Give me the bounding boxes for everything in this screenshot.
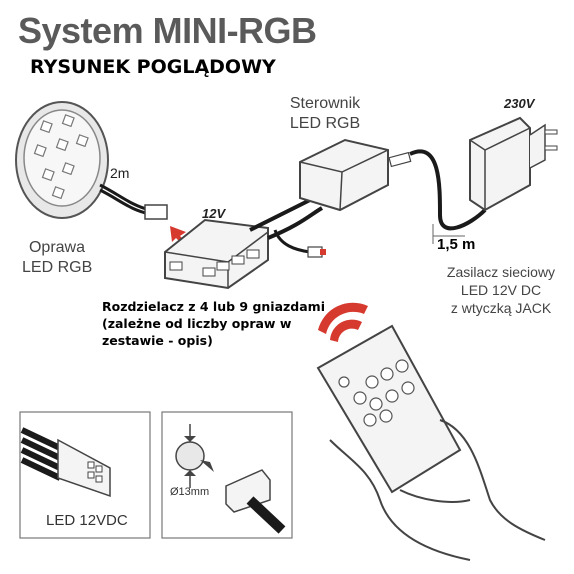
controller-box <box>299 138 389 212</box>
connector-detail-left <box>20 427 111 498</box>
adapter-label-line1: Zasilacz sieciowy <box>446 264 556 280</box>
controller-label-line2: LED RGB <box>289 115 361 132</box>
hole-size-icon <box>175 424 214 488</box>
splitter-box <box>164 218 269 290</box>
splitter-voltage: 12V <box>202 206 226 221</box>
controller-label-line1: Sterownik <box>289 95 361 112</box>
detail-left-label: LED 12VDC <box>46 512 128 529</box>
splitter-desc-line2: (zależne od liczby opraw w <box>102 316 292 331</box>
connector-detail-right <box>225 469 286 534</box>
page-subtitle: RYSUNEK POGLĄDOWY <box>30 56 276 78</box>
hand-outline <box>329 419 546 561</box>
led-fixture <box>15 101 109 219</box>
fixture-plug <box>144 204 168 220</box>
adapter-voltage: 230V <box>504 96 535 111</box>
power-adapter <box>469 116 558 212</box>
fixture-cable-length: 2m <box>110 165 130 181</box>
detail-right-hole-label: Ø13mm <box>170 486 210 498</box>
fixture-label-line2: LED RGB <box>22 259 93 276</box>
signal-waves-icon <box>318 302 368 342</box>
adapter-label-line3: z wtyczką JACK <box>450 300 552 316</box>
splitter-description: Rozdzielacz z 4 lub 9 gniazdami (zależne… <box>102 298 332 349</box>
adapter-cable-length: 1,5 m <box>437 236 476 253</box>
fixture-label-line1: Oprawa <box>28 239 86 256</box>
splitter-desc-line1: Rozdzielacz z 4 lub 9 gniazdami <box>102 299 325 314</box>
adapter-label-line2: LED 12V DC <box>460 282 542 298</box>
remote-control <box>316 324 462 494</box>
page-title: System MINI-RGB <box>18 10 317 51</box>
splitter-desc-line3: zestawie - opis) <box>102 333 213 348</box>
